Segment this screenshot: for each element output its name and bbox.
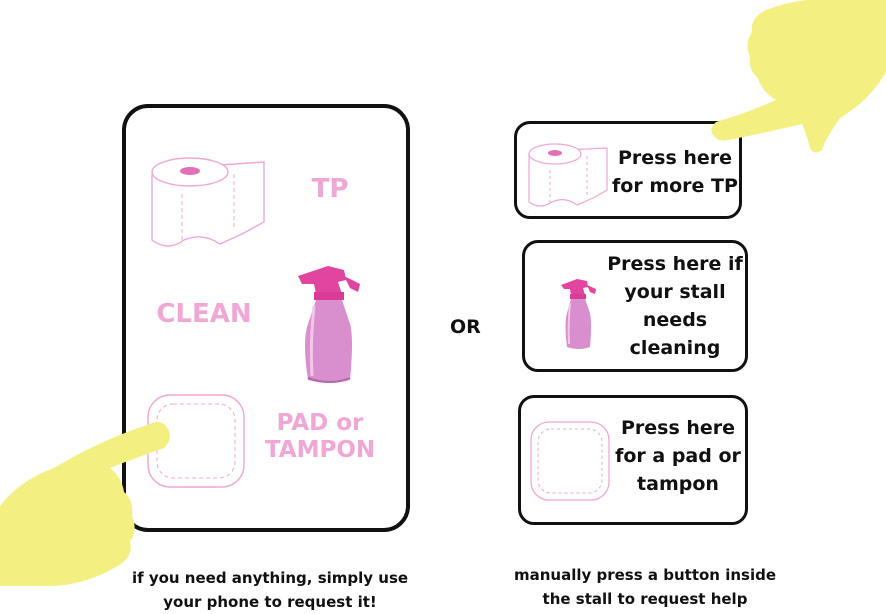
tp-button-line1: Press here (617, 147, 733, 169)
clean-button-line1: Press here if (607, 253, 743, 275)
pointing-hand-icon (710, 0, 886, 156)
clean-button-text: Press here if your stall needs cleaning (605, 250, 745, 362)
pad-button-line2: for a pad or (615, 445, 741, 467)
spray-bottle-icon (557, 277, 597, 351)
pad-button-text: Press here for a pad or tampon (611, 414, 745, 498)
clean-button-line4: cleaning (629, 337, 721, 359)
tp-label: TP (311, 174, 349, 204)
right-caption-line1: manually press a button inside (513, 566, 776, 584)
pad-label: PAD or TAMPON (260, 410, 380, 464)
spray-bottle-icon[interactable] (290, 262, 366, 386)
right-caption: manually press a button inside the stall… (490, 563, 800, 611)
toilet-paper-icon[interactable] (146, 152, 266, 252)
toilet-paper-icon (525, 140, 609, 212)
pointing-hand-icon (0, 420, 180, 590)
clean-button-line3: needs (642, 309, 708, 331)
pad-button-line1: Press here (620, 417, 736, 439)
pad-button-line3: tampon (637, 473, 719, 495)
clean-label: CLEAN (156, 299, 252, 329)
or-label: OR (450, 316, 481, 338)
left-caption-line1: if you need anything, simply use (131, 569, 409, 587)
left-caption-line2: your phone to request it! (163, 593, 377, 611)
tp-request-button[interactable]: Press here for more TP (514, 121, 742, 219)
tp-button-line2: for more TP (612, 175, 738, 197)
right-caption-line2: the stall to request help (542, 590, 748, 608)
left-caption: if you need anything, simply use your ph… (110, 566, 430, 614)
clean-button-line2: your stall (624, 281, 726, 303)
pad-label-line2: TAMPON (264, 437, 376, 464)
pad-request-button[interactable]: Press here for a pad or tampon (518, 395, 748, 525)
pad-icon (529, 420, 611, 502)
clean-request-button[interactable]: Press here if your stall needs cleaning (522, 240, 748, 372)
pad-label-line1: PAD or (276, 410, 364, 436)
tp-button-text: Press here for more TP (609, 144, 741, 200)
